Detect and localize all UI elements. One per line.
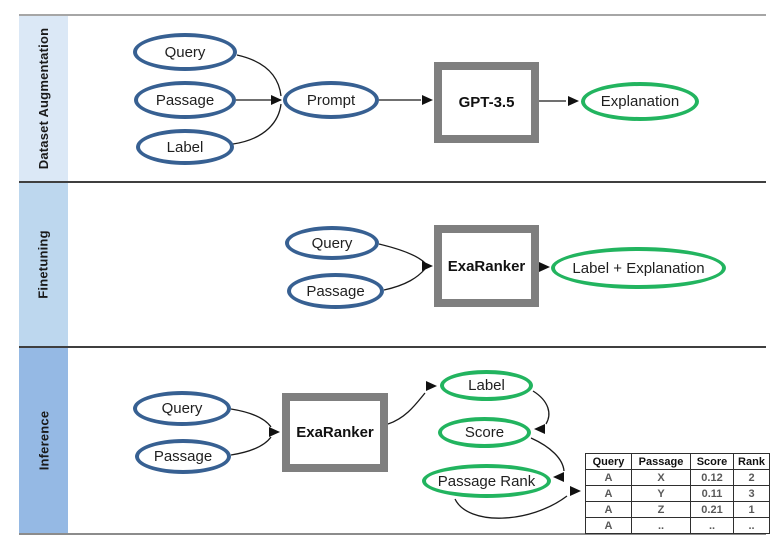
node-passage-finetuning: Passage xyxy=(287,273,384,309)
node-output-score: Score xyxy=(438,417,531,448)
arrowhead-into-score xyxy=(534,424,545,434)
band-separator-1 xyxy=(19,181,766,183)
cell-query: A xyxy=(585,517,632,534)
table-row: A Z 0.21 1 xyxy=(585,501,770,518)
cell-rank: 2 xyxy=(733,469,770,486)
bottom-border-line xyxy=(19,533,766,535)
arrow-score-to-passage-rank xyxy=(530,437,565,472)
node-output-passage-rank: Passage Rank xyxy=(422,464,551,498)
arrow-passage-to-exaranker-inf xyxy=(230,436,272,456)
cell-query: A xyxy=(585,469,632,486)
cell-query: A xyxy=(585,485,632,502)
arrowhead-into-passage-rank xyxy=(553,472,564,482)
cell-score: 0.11 xyxy=(690,485,734,502)
cell-passage: Y xyxy=(631,485,691,502)
arrow-query-to-prompt xyxy=(236,54,282,97)
cell-rank: 3 xyxy=(733,485,770,502)
arrow-label-to-score xyxy=(532,390,550,425)
arrowhead-into-prompt xyxy=(271,95,282,105)
arrow-query-to-exaranker-ft xyxy=(378,243,426,264)
table-row: A .. .. .. xyxy=(585,517,770,534)
table-row: A X 0.12 2 xyxy=(585,469,770,486)
arrowhead-into-exaranker-inf xyxy=(269,427,280,437)
band-label-dataset-augmentation: Dataset Augmentation xyxy=(19,16,68,181)
col-header-rank: Rank xyxy=(733,453,770,470)
ranking-results-table: Query Passage Score Rank A X 0.12 2 A Y … xyxy=(585,453,770,534)
col-header-score: Score xyxy=(690,453,734,470)
band-label-finetuning: Finetuning xyxy=(19,183,68,346)
table-row: A Y 0.11 3 xyxy=(585,485,770,502)
node-label-plus-explanation: Label + Explanation xyxy=(551,247,726,289)
arrowhead-into-gpt xyxy=(422,95,433,105)
band-separator-2 xyxy=(19,346,766,348)
arrow-passage-rank-to-table xyxy=(454,495,568,519)
band-label-inference: Inference xyxy=(19,348,68,533)
arrowhead-into-table xyxy=(570,486,581,496)
cell-passage: X xyxy=(631,469,691,486)
col-header-query: Query xyxy=(585,453,632,470)
cell-rank: .. xyxy=(733,517,770,534)
node-output-label: Label xyxy=(440,370,533,401)
cell-score: 0.21 xyxy=(690,501,734,518)
arrowhead-into-explanation xyxy=(568,96,579,106)
node-exaranker-box-inference: ExaRanker xyxy=(282,393,388,472)
node-query-inference: Query xyxy=(133,391,231,426)
arrow-passage-to-exaranker-ft xyxy=(383,268,426,291)
cell-score: .. xyxy=(690,517,734,534)
arrow-exaranker-to-label xyxy=(387,392,426,425)
top-border-line xyxy=(19,14,766,16)
node-query-augmentation: Query xyxy=(133,33,237,71)
node-prompt: Prompt xyxy=(283,81,379,119)
table-header-row: Query Passage Score Rank xyxy=(585,453,770,470)
arrow-label-to-prompt xyxy=(232,103,282,145)
cell-passage: .. xyxy=(631,517,691,534)
arrowhead-into-label xyxy=(426,381,437,391)
node-passage-augmentation: Passage xyxy=(134,81,236,119)
node-explanation: Explanation xyxy=(581,82,699,121)
node-query-finetuning: Query xyxy=(285,226,379,260)
cell-rank: 1 xyxy=(733,501,770,518)
node-passage-inference: Passage xyxy=(135,439,231,474)
arrowhead-into-output-ft xyxy=(539,262,550,272)
arrow-query-to-exaranker-inf xyxy=(230,408,272,428)
node-label-augmentation: Label xyxy=(136,129,234,165)
cell-passage: Z xyxy=(631,501,691,518)
col-header-passage: Passage xyxy=(631,453,691,470)
arrowhead-into-exaranker-ft xyxy=(422,261,433,271)
cell-score: 0.12 xyxy=(690,469,734,486)
node-exaranker-box-finetuning: ExaRanker xyxy=(434,225,539,307)
cell-query: A xyxy=(585,501,632,518)
node-gpt35-box: GPT-3.5 xyxy=(434,62,539,143)
